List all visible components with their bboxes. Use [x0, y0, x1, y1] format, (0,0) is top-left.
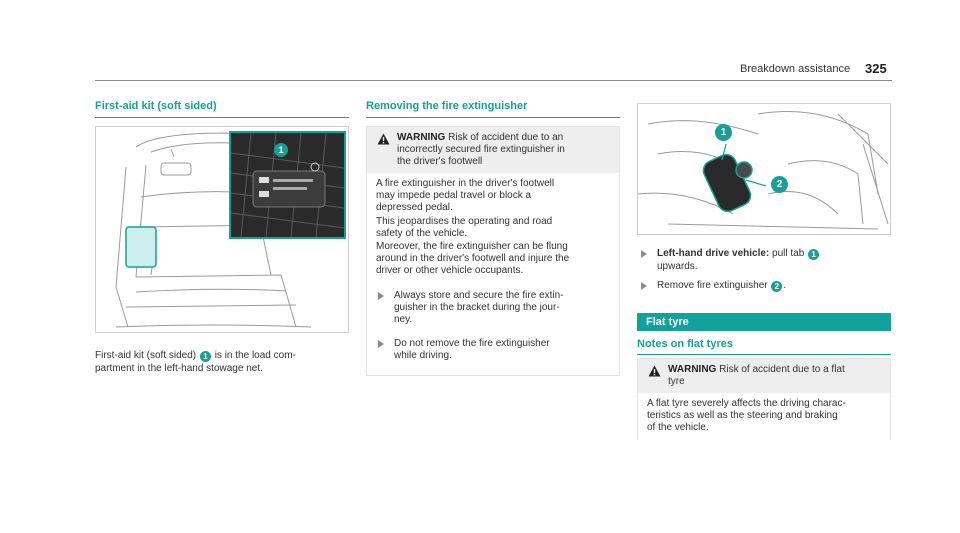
para3-line1: Moreover, the fire extinguisher can be f… — [376, 241, 568, 253]
step2-end: . — [783, 280, 787, 291]
flat-warning-head-line1: Risk of accident due to a flat — [719, 364, 845, 375]
bullet1-line3: ney. — [394, 314, 413, 326]
warning-head-line2: incorrectly secured fire extinguisher in — [397, 144, 565, 155]
flat-warning-head-line2: tyre — [668, 376, 685, 387]
figure-callout-extinguisher: 2 — [771, 176, 788, 193]
figure-callout-1: 1 — [274, 143, 288, 157]
para2-line1: This jeopardises the operating and road — [376, 215, 553, 227]
flat-body-line2: teristics as well as the steering and br… — [647, 410, 838, 422]
fire-extinguisher-warning: WARNING Risk of accident due to an incor… — [366, 126, 620, 376]
flat-warning-body: A flat tyre severely affects the driving… — [638, 393, 890, 441]
first-aid-caption: First-aid kit (soft sided) 1 is in the l… — [95, 350, 353, 375]
warning-instruction-1: Always store and secure the fire extin- … — [376, 290, 610, 327]
caption-text-end: is in the load com- — [214, 350, 296, 361]
fire-extinguisher-title: Removing the fire extinguisher — [366, 100, 528, 112]
caption-text-start: First-aid kit (soft sided) — [95, 350, 197, 361]
running-header-section: Breakdown assistance — [740, 63, 851, 75]
step1-callout: 1 — [808, 249, 820, 260]
bullet2-line2: while driving. — [394, 350, 452, 362]
first-aid-title-rule — [95, 117, 349, 118]
warning-header: WARNING Risk of accident due to an incor… — [367, 127, 619, 173]
warning-head-line1: Risk of accident due to an — [448, 132, 564, 143]
step2-callout: 2 — [771, 281, 783, 292]
stowage-net-drawing — [230, 132, 345, 238]
extinguisher-shape — [702, 153, 752, 213]
arrow-bullet-icon — [641, 250, 647, 258]
warning-header: WARNING Risk of accident due to a flat t… — [638, 359, 890, 393]
warning-paragraph-3: Moreover, the fire extinguisher can be f… — [376, 241, 610, 278]
step-pull-tab: Left-hand drive vehicle: pull tab 1 upwa… — [637, 248, 891, 273]
warning-instruction-2: Do not remove the fire extinguisher whil… — [376, 338, 610, 362]
net-highlight — [125, 226, 157, 268]
header-rule — [95, 80, 892, 81]
stowage-net-detail: 1 — [229, 131, 346, 239]
step-remove-extinguisher: Remove fire extinguisher 2. — [637, 280, 891, 293]
warning-label: WARNING — [668, 364, 717, 375]
flat-tyre-section-bar: Flat tyre — [637, 313, 891, 331]
para3-line2: around in the driver's footwell and inju… — [376, 253, 570, 265]
flat-body-line3: of the vehicle. — [647, 422, 709, 434]
caption-text-line2: partment in the left-hand stowage net. — [95, 362, 263, 374]
page-number: 325 — [865, 61, 887, 76]
load-compartment-illustration: 1 — [95, 126, 349, 333]
first-aid-kit-title: First-aid kit (soft sided) — [95, 100, 217, 112]
step1-bold: Left-hand drive vehicle: — [657, 248, 770, 259]
warning-head-line3: the driver's footwell — [397, 156, 483, 167]
fire-extinguisher-title-rule — [366, 117, 620, 118]
flat-tyre-warning: WARNING Risk of accident due to a flat t… — [637, 358, 891, 440]
warning-triangle-icon — [377, 133, 390, 145]
figure-callout-tab: 1 — [715, 124, 732, 141]
step1-line2: upwards. — [657, 260, 698, 272]
para1-line1: A fire extinguisher in the driver's foot… — [376, 178, 555, 189]
arrow-bullet-icon — [641, 282, 647, 290]
warning-triangle-icon — [648, 365, 661, 377]
flat-body-line1: A flat tyre severely affects the driving… — [647, 398, 846, 409]
para2-line2: safety of the vehicle. — [376, 227, 468, 239]
flat-tyre-title-rule — [637, 354, 891, 355]
flat-tyre-notes-title: Notes on flat tyres — [637, 338, 733, 350]
bullet2-line1: Do not remove the fire extinguisher — [394, 338, 550, 350]
bullet1-line1: Always store and secure the fire extin- — [394, 289, 564, 301]
bullet1-line2: guisher in the bracket during the jour- — [394, 301, 560, 313]
arrow-bullet-icon — [378, 340, 384, 349]
warning-paragraph-1: A fire extinguisher in the driver's foot… — [376, 178, 610, 215]
caption-callout-1: 1 — [199, 351, 211, 362]
arrow-bullet-icon — [378, 291, 384, 300]
driver-footwell-drawing — [638, 111, 889, 230]
fire-extinguisher-illustration: 1 2 — [637, 103, 891, 235]
step2-text: Remove fire extinguisher — [657, 280, 768, 291]
para1-line2: may impede pedal travel or block a — [376, 190, 532, 202]
warning-body: A fire extinguisher in the driver's foot… — [367, 173, 619, 369]
warning-label: WARNING — [397, 132, 446, 143]
para1-line3: depressed pedal. — [376, 202, 453, 214]
para3-line3: driver or other vehicle occupants. — [376, 265, 524, 277]
step1-text: pull tab — [772, 248, 805, 259]
warning-paragraph-2: This jeopardises the operating and road … — [376, 216, 610, 240]
